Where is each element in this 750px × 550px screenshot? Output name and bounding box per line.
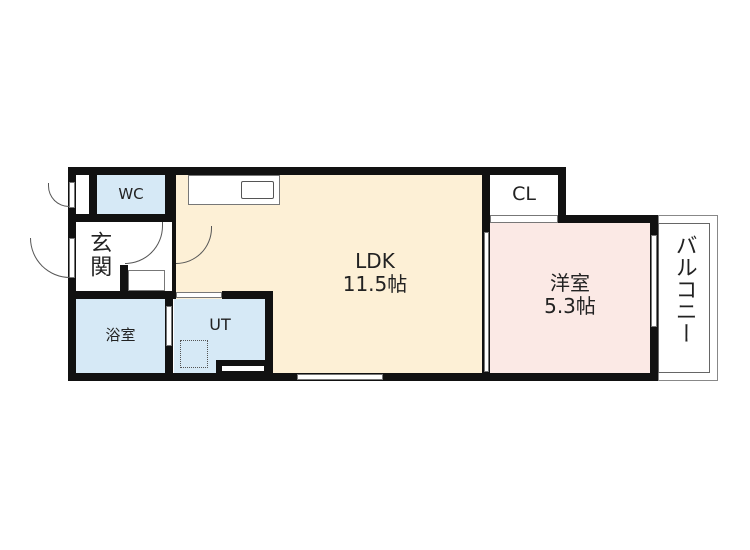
closet-label: CL bbox=[512, 183, 536, 205]
shelf bbox=[222, 366, 264, 371]
entrance-label: 玄関 bbox=[80, 231, 116, 286]
door-swing bbox=[48, 183, 69, 207]
window bbox=[651, 235, 657, 327]
western-room-label: 洋室 5.3帖 bbox=[500, 272, 640, 318]
closet-door bbox=[490, 215, 558, 223]
ldk-name: LDK bbox=[355, 249, 395, 273]
wc-door-swing bbox=[125, 222, 163, 264]
wall bbox=[68, 214, 173, 222]
entrance-label-text: 玄関 bbox=[86, 231, 112, 279]
sliding-door bbox=[484, 232, 489, 372]
western-room-floor bbox=[490, 223, 650, 373]
wall bbox=[265, 291, 273, 381]
entrance-door-swing bbox=[30, 238, 70, 278]
western-room-size: 5.3帖 bbox=[544, 294, 596, 318]
wall bbox=[68, 167, 566, 175]
balcony-inner bbox=[658, 223, 710, 373]
wc-floor bbox=[97, 175, 165, 215]
ut-sliding-door bbox=[176, 292, 222, 298]
ut-label: UT bbox=[209, 315, 231, 334]
shoe-box bbox=[128, 270, 165, 291]
western-room-name: 洋室 bbox=[550, 271, 590, 295]
laundry-pan bbox=[180, 340, 208, 368]
wall bbox=[558, 167, 566, 223]
wall bbox=[482, 215, 658, 223]
window bbox=[69, 182, 75, 208]
sink-icon bbox=[241, 181, 274, 199]
wc-label: WC bbox=[118, 185, 144, 203]
window bbox=[297, 374, 383, 380]
balcony-label-text: バルコニー bbox=[671, 234, 697, 344]
wall bbox=[120, 265, 128, 295]
wall bbox=[222, 291, 273, 299]
wall bbox=[89, 167, 97, 217]
wall bbox=[68, 291, 173, 299]
bath-door bbox=[166, 306, 172, 346]
ldk-label: LDK 11.5帖 bbox=[300, 250, 450, 296]
bath-floor bbox=[76, 299, 165, 373]
bath-label: 浴室 bbox=[105, 326, 136, 344]
balcony-label: バルコニー bbox=[664, 234, 704, 350]
wall bbox=[172, 175, 176, 299]
ldk-size: 11.5帖 bbox=[342, 272, 408, 296]
wall bbox=[165, 167, 173, 217]
